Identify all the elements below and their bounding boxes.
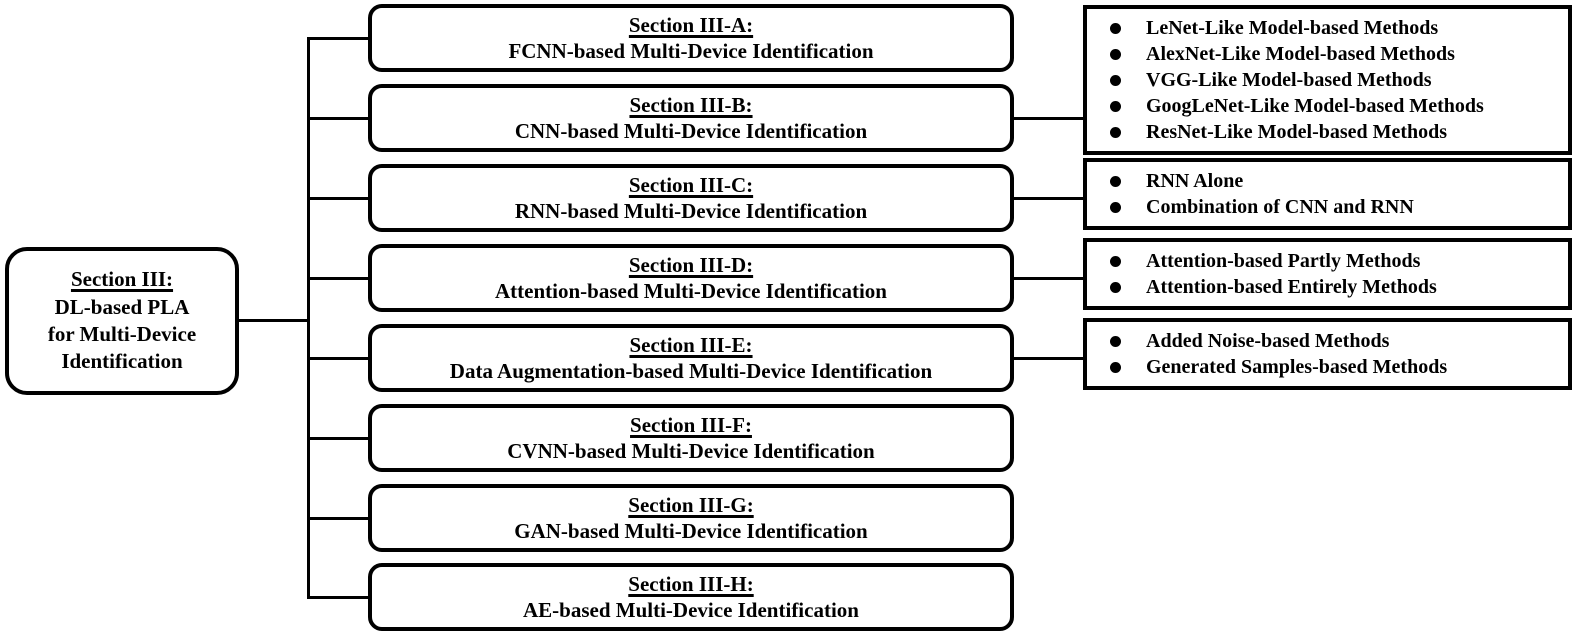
- root-line-3: Identification: [61, 349, 183, 374]
- section-description: FCNN-based Multi-Device Identification: [508, 39, 874, 63]
- root-title: Section III:: [70, 267, 174, 292]
- section-box-iii-e[interactable]: Section III-E: Data Augmentation-based M…: [368, 324, 1014, 392]
- bullet-label: Generated Samples-based Methods: [1146, 356, 1448, 378]
- bullet-dot-icon: [1110, 126, 1121, 138]
- section-description: RNN-based Multi-Device Identification: [514, 199, 868, 223]
- connector-stub-section-8: [307, 596, 371, 599]
- list-item[interactable]: Attention-based Partly Methods: [1087, 248, 1568, 274]
- section-title: Section III-G:: [628, 492, 754, 517]
- bullet-label: VGG-Like Model-based Methods: [1146, 69, 1432, 91]
- bullet-label: Added Noise-based Methods: [1146, 330, 1390, 352]
- connector-root-stub: [239, 319, 310, 322]
- root-node-section-iii[interactable]: Section III: DL-based PLA for Multi-Devi…: [5, 247, 239, 395]
- root-line-2: for Multi-Device: [47, 322, 197, 346]
- list-item[interactable]: LeNet-Like Model-based Methods: [1087, 15, 1568, 41]
- section-description: Data Augmentation-based Multi-Device Ide…: [449, 359, 933, 383]
- connector-stub-section-1: [307, 37, 371, 40]
- bullet-dot-icon: [1110, 175, 1121, 187]
- bullet-label: RNN Alone: [1146, 170, 1244, 192]
- bullet-dot-icon: [1110, 48, 1121, 60]
- root-line-1: DL-based PLA: [54, 294, 190, 319]
- list-item[interactable]: GoogLeNet-Like Model-based Methods: [1087, 93, 1568, 119]
- bullet-label: Combination of CNN and RNN: [1146, 196, 1414, 218]
- section-description: Attention-based Multi-Device Identificat…: [495, 279, 887, 303]
- bullet-label: AlexNet-Like Model-based Methods: [1146, 43, 1455, 65]
- bullet-dot-icon: [1110, 100, 1121, 112]
- bullet-label: GoogLeNet-Like Model-based Methods: [1146, 95, 1484, 117]
- section-description: GAN-based Multi-Device Identification: [514, 519, 868, 543]
- bullet-dot-icon: [1110, 201, 1121, 213]
- bullet-dot-icon: [1110, 255, 1121, 267]
- section-box-iii-a[interactable]: Section III-A: FCNN-based Multi-Device I…: [368, 4, 1014, 72]
- section-description: CVNN-based Multi-Device Identification: [507, 439, 875, 463]
- bullet-dot-icon: [1110, 74, 1121, 86]
- list-item[interactable]: Added Noise-based Methods: [1087, 328, 1568, 354]
- connector-stub-section-7: [307, 517, 371, 520]
- section-box-iii-b[interactable]: Section III-B: CNN-based Multi-Device Id…: [368, 84, 1014, 152]
- section-title: Section III-A:: [628, 12, 754, 37]
- connector-stub-section-3: [307, 197, 371, 200]
- bullet-dot-icon: [1110, 22, 1121, 34]
- section-box-iii-f[interactable]: Section III-F: CVNN-based Multi-Device I…: [368, 404, 1014, 472]
- connector-spine: [307, 38, 310, 598]
- connector-section-c-to-bullets: [1010, 197, 1086, 200]
- bullet-label: Attention-based Entirely Methods: [1146, 276, 1437, 298]
- list-item[interactable]: VGG-Like Model-based Methods: [1087, 67, 1568, 93]
- bullet-box-cnn-methods[interactable]: LeNet-Like Model-based Methods AlexNet-L…: [1083, 5, 1572, 155]
- connector-stub-section-6: [307, 437, 371, 440]
- bullet-box-attention-methods[interactable]: Attention-based Partly Methods Attention…: [1083, 238, 1572, 310]
- bullet-dot-icon: [1110, 361, 1121, 373]
- section-box-iii-h[interactable]: Section III-H: AE-based Multi-Device Ide…: [368, 563, 1014, 631]
- section-title: Section III-B:: [629, 92, 753, 117]
- connector-section-e-to-bullets: [1010, 357, 1086, 360]
- connector-section-d-to-bullets: [1010, 277, 1086, 280]
- list-item[interactable]: AlexNet-Like Model-based Methods: [1087, 41, 1568, 67]
- section-box-iii-g[interactable]: Section III-G: GAN-based Multi-Device Id…: [368, 484, 1014, 552]
- section-title: Section III-C:: [628, 172, 754, 197]
- list-item[interactable]: ResNet-Like Model-based Methods: [1087, 119, 1568, 145]
- bullet-box-data-augmentation-methods[interactable]: Added Noise-based Methods Generated Samp…: [1083, 318, 1572, 390]
- bullet-box-rnn-methods[interactable]: RNN Alone Combination of CNN and RNN: [1083, 158, 1572, 230]
- bullet-dot-icon: [1110, 335, 1121, 347]
- connector-stub-section-4: [307, 277, 371, 280]
- connector-stub-section-5: [307, 357, 371, 360]
- list-item[interactable]: RNN Alone: [1087, 168, 1568, 194]
- list-item[interactable]: Attention-based Entirely Methods: [1087, 274, 1568, 300]
- section-description: AE-based Multi-Device Identification: [523, 598, 859, 622]
- connector-stub-section-2: [307, 117, 371, 120]
- section-title: Section III-D:: [628, 252, 754, 277]
- section-title: Section III-E:: [629, 332, 753, 357]
- section-description: CNN-based Multi-Device Identification: [514, 119, 868, 143]
- section-title: Section III-F:: [630, 412, 752, 437]
- bullet-label: ResNet-Like Model-based Methods: [1146, 121, 1448, 143]
- list-item[interactable]: Combination of CNN and RNN: [1087, 194, 1568, 220]
- section-box-iii-d[interactable]: Section III-D: Attention-based Multi-Dev…: [368, 244, 1014, 312]
- bullet-label: Attention-based Partly Methods: [1146, 250, 1421, 272]
- bullet-dot-icon: [1110, 281, 1121, 293]
- section-title: Section III-H:: [628, 571, 754, 596]
- connector-section-b-to-bullets: [1010, 117, 1086, 120]
- section-box-iii-c[interactable]: Section III-C: RNN-based Multi-Device Id…: [368, 164, 1014, 232]
- bullet-label: LeNet-Like Model-based Methods: [1146, 17, 1439, 39]
- list-item[interactable]: Generated Samples-based Methods: [1087, 354, 1568, 380]
